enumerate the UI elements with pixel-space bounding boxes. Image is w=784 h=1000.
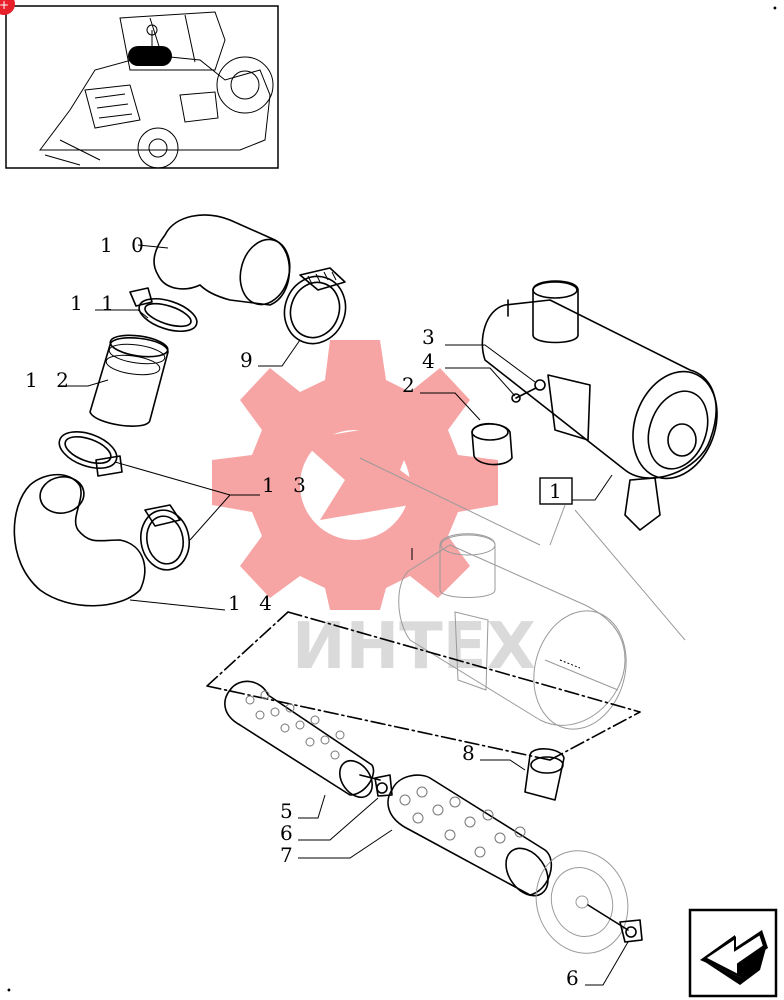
tractor-thumbnail[interactable] bbox=[5, 5, 279, 169]
part-6-wing-nut-lower[interactable] bbox=[587, 904, 643, 943]
part-8-drain-valve[interactable] bbox=[524, 748, 565, 801]
callout-13: 1 3 bbox=[262, 473, 312, 497]
leader-lines bbox=[60, 244, 629, 986]
air-filter-location bbox=[128, 46, 172, 66]
callout-2: 2 bbox=[402, 373, 421, 397]
part-13-hose-clamps[interactable] bbox=[54, 425, 194, 574]
dash-dot-enclosure bbox=[206, 611, 641, 761]
callout-10: 1 0 bbox=[100, 233, 150, 257]
part-7-outer-filter[interactable] bbox=[387, 774, 557, 904]
part-2-fitting[interactable] bbox=[471, 422, 513, 466]
part-14-curved-hose[interactable] bbox=[13, 473, 146, 607]
callout-8: 8 bbox=[462, 741, 481, 765]
callout-9: 9 bbox=[240, 348, 259, 372]
callout-4: 4 bbox=[422, 349, 441, 373]
part-12-hose-adapter[interactable] bbox=[89, 332, 169, 427]
callout-1: 1 bbox=[549, 479, 568, 503]
next-page-arrow-icon bbox=[700, 930, 768, 985]
callout-5: 5 bbox=[280, 799, 299, 823]
svg-text:•: • bbox=[6, 986, 12, 997]
watermark: ИНТЕХ bbox=[212, 340, 536, 684]
part-1-air-cleaner[interactable] bbox=[481, 280, 731, 531]
tractor-thumbnail-icon bbox=[39, 11, 274, 169]
svg-text:+: + bbox=[0, 0, 9, 12]
corner-badge bbox=[0, 0, 15, 15]
callout-labels: 1 0 1 1 9 1 2 1 3 1 4 3 4 2 1 8 5 6 7 6 bbox=[25, 233, 585, 990]
part-3-4-bolt-washer[interactable] bbox=[511, 379, 546, 403]
svg-text:•: • bbox=[772, 4, 778, 15]
part-10-elbow-hose[interactable] bbox=[153, 214, 297, 310]
part-6-wing-nut-upper[interactable] bbox=[374, 774, 393, 797]
callout-6: 6 bbox=[280, 821, 299, 845]
next-page-button[interactable] bbox=[688, 908, 778, 998]
callout-12: 1 2 bbox=[25, 368, 75, 392]
callout-3: 3 bbox=[422, 325, 441, 349]
callout-6-lower: 6 bbox=[566, 966, 585, 990]
part-5-inner-filter[interactable] bbox=[224, 680, 381, 803]
part-1-callout-box bbox=[539, 477, 573, 505]
end-cover-ghost bbox=[535, 850, 629, 954]
part-11-hose-clamp[interactable] bbox=[129, 287, 201, 338]
callout-7: 7 bbox=[280, 843, 299, 867]
callout-11: 1 1 bbox=[70, 291, 120, 315]
part-9-hose-clamp[interactable] bbox=[275, 267, 355, 352]
exploded-housing-ghost bbox=[359, 457, 686, 730]
callout-14: 1 4 bbox=[228, 591, 278, 615]
gear-logo-icon bbox=[212, 340, 498, 610]
